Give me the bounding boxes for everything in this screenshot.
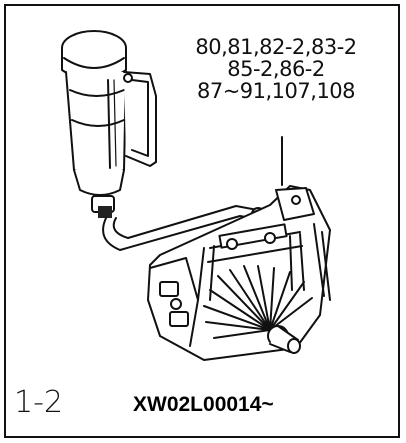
pump-housing: [147, 185, 331, 361]
part-callout: 80,81,82-2,83-2 85-2,86-2 87~91,107,108: [166, 36, 386, 102]
mounting-bracket: [123, 71, 157, 167]
serial-number: XW02L00014~: [133, 393, 274, 416]
callout-line-2: 85-2,86-2: [227, 57, 325, 81]
reservoir-body: [65, 71, 127, 218]
cooling-fins: [203, 265, 313, 339]
callout-line-1: 80,81,82-2,83-2: [195, 35, 357, 59]
side-face: [149, 257, 199, 347]
callout-line-3: 87~91,107,108: [196, 79, 356, 103]
output-shaft: [267, 325, 301, 354]
figure-number: 1-2: [14, 385, 63, 420]
